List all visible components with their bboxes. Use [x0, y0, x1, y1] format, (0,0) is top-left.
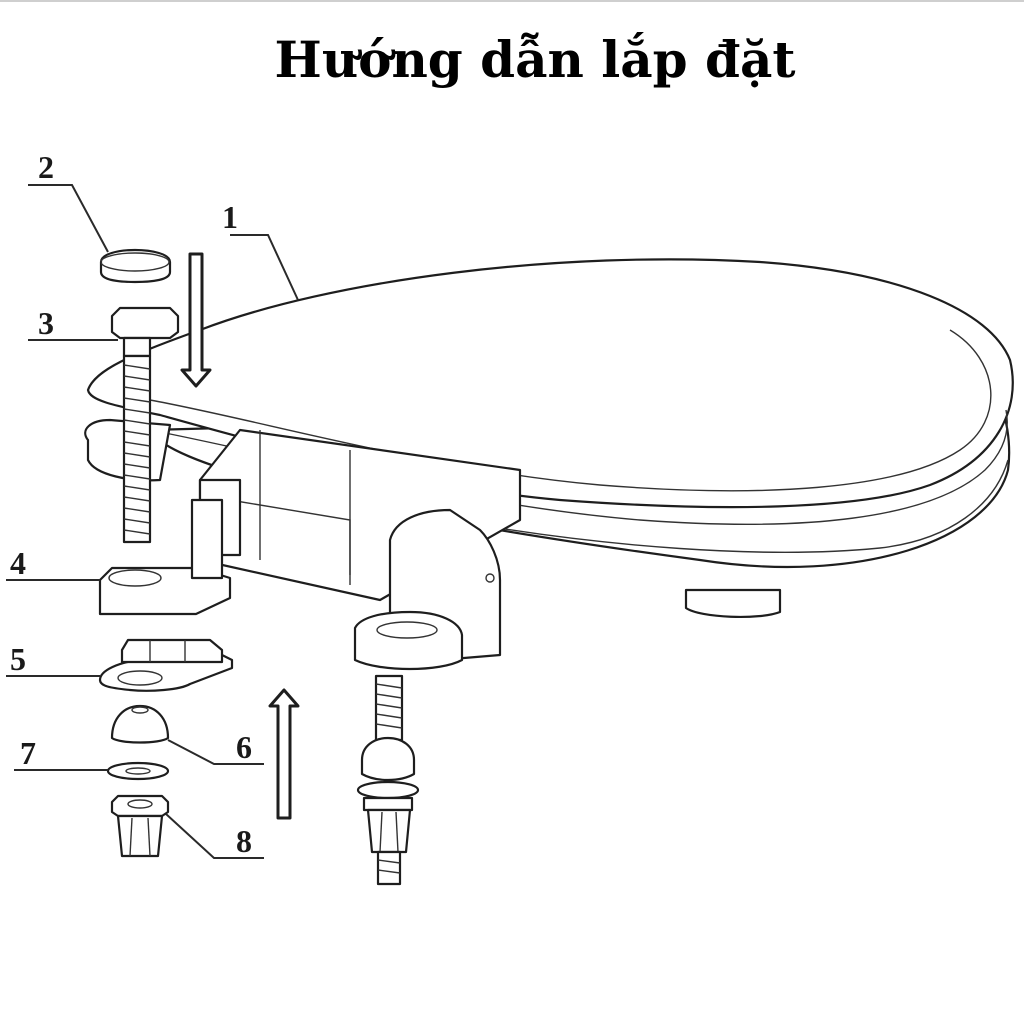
callout-6: 6	[167, 729, 264, 765]
callout-3: 3	[28, 305, 118, 341]
assembled-bolt-stack	[356, 674, 420, 886]
svg-text:6: 6	[236, 729, 252, 765]
top-divider	[0, 0, 1024, 2]
callout-1: 1	[222, 199, 299, 301]
rubber-cone	[110, 704, 170, 744]
hinge-bracket	[98, 498, 232, 616]
toilet-seat	[84, 258, 1014, 671]
threaded-bolt	[110, 306, 180, 544]
svg-text:2: 2	[38, 149, 54, 185]
bolt-cap	[99, 248, 172, 284]
callout-2: 2	[28, 149, 109, 253]
svg-text:4: 4	[10, 545, 26, 581]
svg-text:8: 8	[236, 823, 252, 859]
page-title: Hướng dẫn lắp đặt	[274, 30, 796, 89]
svg-text:5: 5	[10, 641, 26, 677]
svg-text:1: 1	[222, 199, 238, 235]
svg-text:3: 3	[38, 305, 54, 341]
callout-7: 7	[14, 735, 108, 771]
base-plate	[98, 638, 234, 692]
callout-8: 8	[165, 813, 264, 859]
arrow-up-icon	[268, 688, 300, 820]
svg-text:7: 7	[20, 735, 36, 771]
arrow-down-icon	[180, 252, 212, 388]
callout-4: 4	[6, 545, 100, 581]
callout-5: 5	[6, 641, 100, 677]
expansion-nut	[110, 794, 170, 858]
washer	[106, 761, 170, 781]
